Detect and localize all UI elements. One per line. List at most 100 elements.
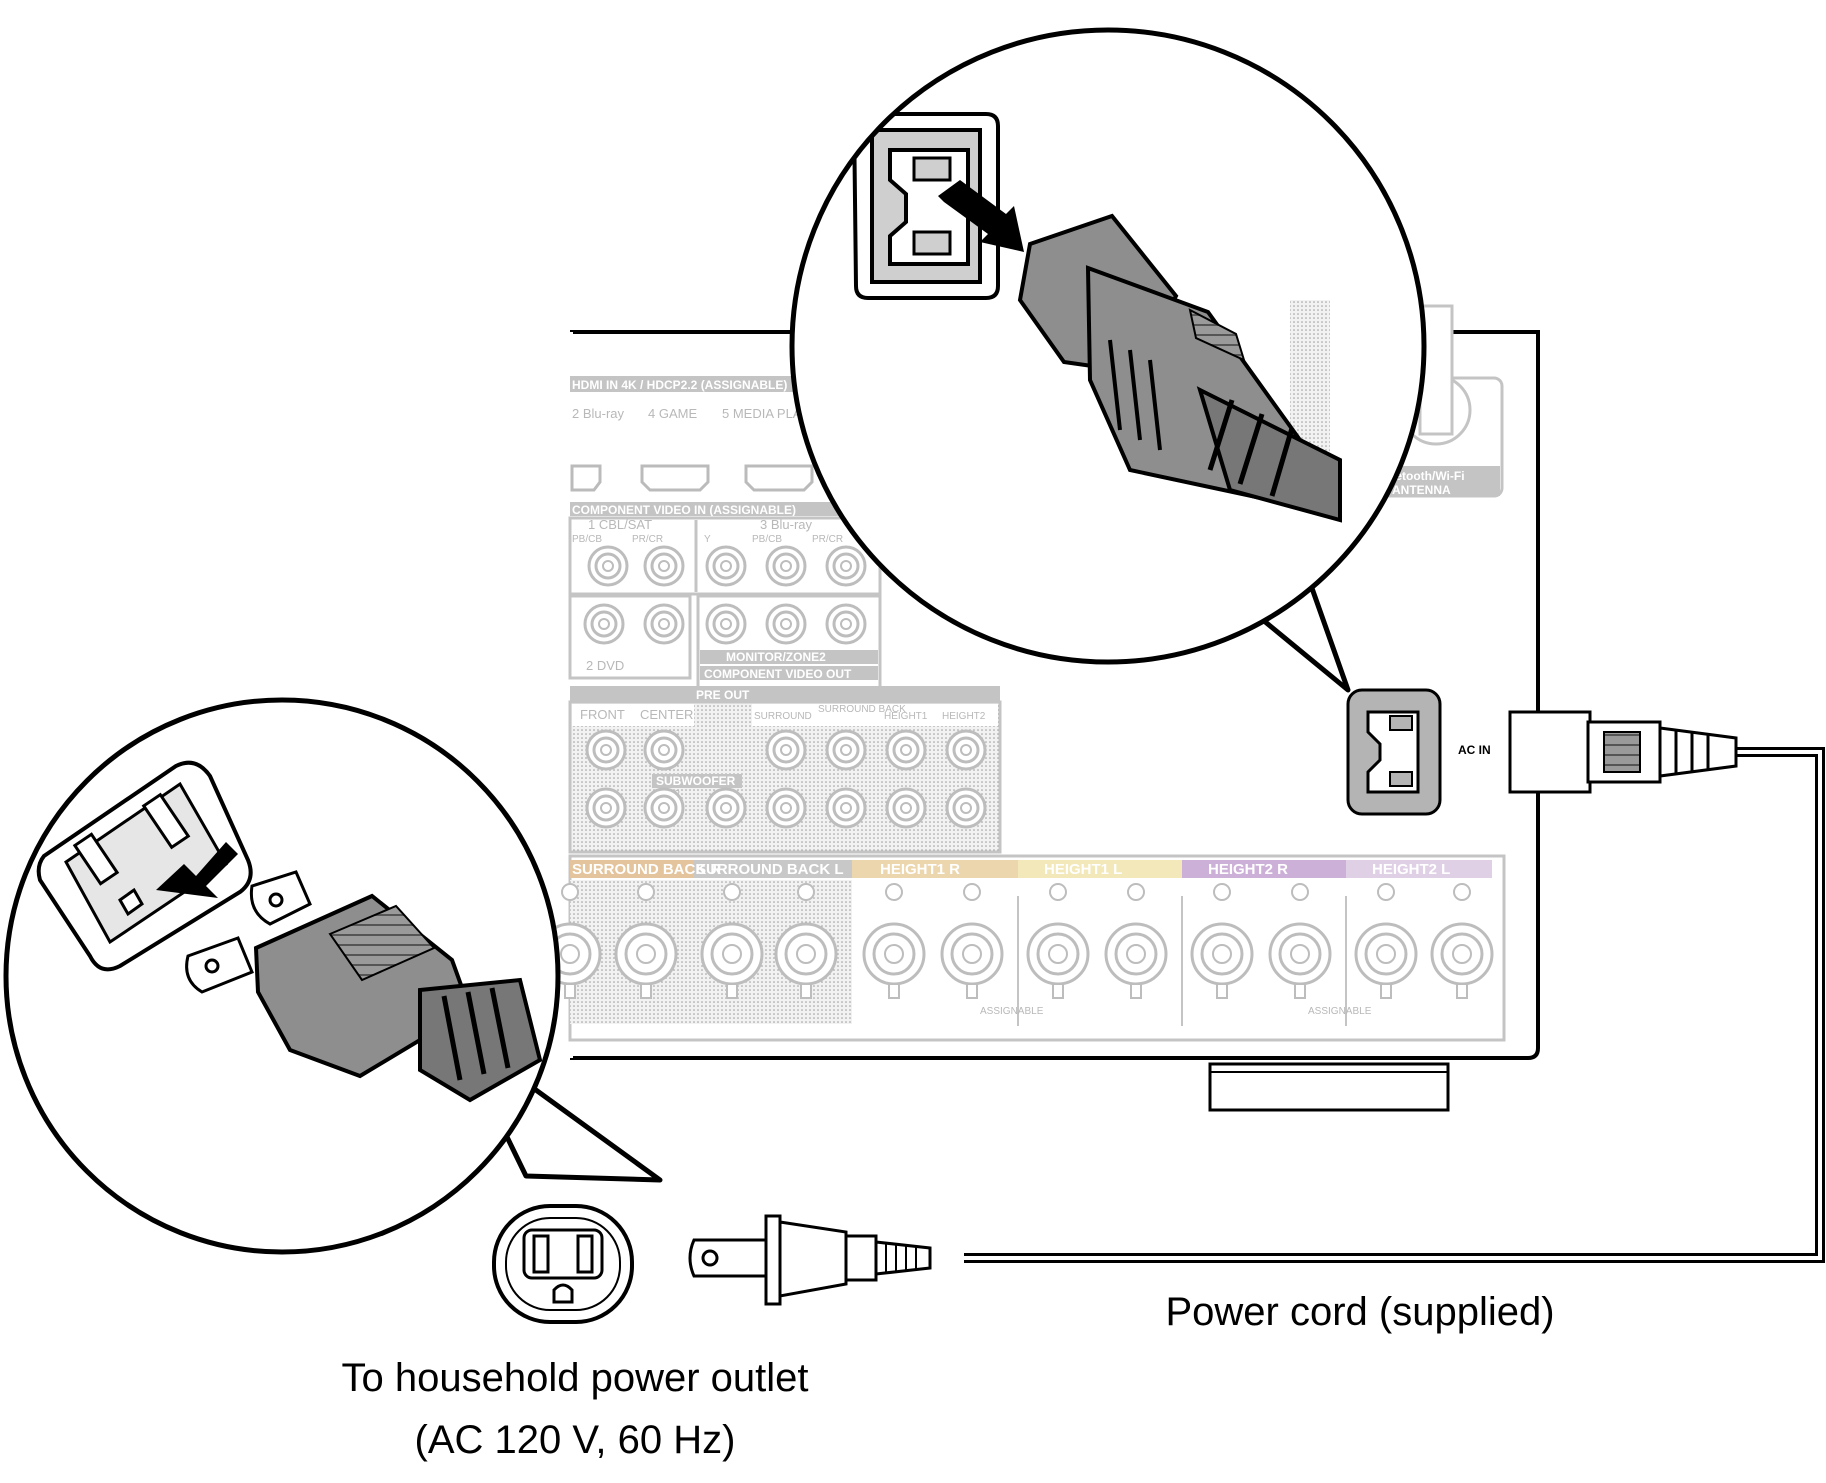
binding-post-center (1452, 944, 1472, 964)
binding-post-center (722, 944, 742, 964)
polarity-mark (885, 883, 903, 901)
binding-post-base (1294, 983, 1306, 999)
binding-post-center (636, 944, 656, 964)
rca-jack-pin (600, 744, 612, 756)
rca-jack-pin (658, 560, 670, 572)
hdmi-input-label: 4 GAME (648, 406, 697, 421)
iec-connector[interactable] (1508, 710, 1738, 794)
component-in-label: 3 Blu-ray (760, 517, 813, 532)
pre-out-jack[interactable] (585, 729, 627, 771)
rca-jack-pin (720, 802, 732, 814)
pre-out-jack[interactable] (885, 787, 927, 829)
binding-post-base (1380, 983, 1392, 999)
component-in-label: 1 CBL/SAT (588, 517, 652, 532)
pre-out-channel: HEIGHT1 (884, 711, 928, 722)
binding-post-base (800, 983, 812, 999)
rca-jack-pin (658, 618, 670, 630)
speaker-binding-post[interactable] (1354, 883, 1418, 999)
speaker-binding-post[interactable] (774, 883, 838, 999)
component-jack[interactable] (583, 603, 625, 645)
binding-post-center (1376, 944, 1396, 964)
polarity-mark (561, 883, 579, 901)
pre-out-jack[interactable] (585, 787, 627, 829)
hdmi-port[interactable] (744, 464, 814, 492)
binding-post-center (1048, 944, 1068, 964)
speaker-binding-post[interactable] (1268, 883, 1332, 999)
monitor-label: MONITOR/ZONE2 (726, 650, 826, 664)
rca-jack-pin (780, 802, 792, 814)
polarity-mark (797, 883, 815, 901)
pre-out-channel: HEIGHT2 (942, 711, 986, 722)
binding-post-base (1130, 983, 1142, 999)
component-jack[interactable] (765, 603, 807, 645)
pre-out-jack[interactable] (643, 787, 685, 829)
speaker-binding-post[interactable] (1190, 883, 1254, 999)
pre-out-jack[interactable] (705, 787, 747, 829)
pre-out-section: PRE OUT FRONT CENTER SURROUND SURROUND B… (568, 686, 1002, 854)
binding-post-center (1290, 944, 1310, 964)
component-jack[interactable] (643, 603, 685, 645)
hdmi-port[interactable] (640, 464, 710, 492)
hdmi-port[interactable] (570, 464, 602, 492)
insert-arrow (938, 180, 1024, 252)
pre-out-jack[interactable] (885, 729, 927, 771)
pre-out-jack[interactable] (765, 787, 807, 829)
binding-post-base (564, 983, 576, 999)
speaker-label: SURROUND BACK L (696, 861, 844, 878)
rca-jack-pin (780, 744, 792, 756)
polarity-mark (1453, 883, 1471, 901)
speaker-binding-post[interactable] (1104, 883, 1168, 999)
component-jack[interactable] (705, 603, 747, 645)
pre-out-jack[interactable] (945, 729, 987, 771)
speaker-binding-post[interactable] (1430, 883, 1494, 999)
polarity-mark (1127, 883, 1145, 901)
pb-label: PB/CB (752, 534, 782, 545)
component-jack[interactable] (705, 545, 747, 587)
wall-outlet[interactable] (492, 1204, 634, 1324)
binding-post-base (1052, 983, 1064, 999)
component-jack[interactable] (587, 545, 629, 587)
power-cord[interactable] (688, 710, 1825, 1306)
polarity-mark (1377, 883, 1395, 901)
rca-jack-pin (602, 560, 614, 572)
speaker-label-band (1018, 860, 1182, 878)
binding-post-base (966, 983, 978, 999)
pre-out-channel: FRONT (580, 707, 625, 722)
pre-out-jack[interactable] (825, 729, 867, 771)
speaker-label-band (1346, 860, 1492, 878)
speaker-label-band (852, 860, 1018, 878)
polarity-mark (963, 883, 981, 901)
polarity-mark (1213, 883, 1231, 901)
component-jack[interactable] (825, 603, 867, 645)
antenna-label: ANTENNA (1392, 483, 1451, 497)
polarity-mark (1049, 883, 1067, 901)
speaker-label: SURROUND BACK R (572, 861, 721, 878)
power-plug[interactable] (688, 1214, 932, 1306)
ac-in-socket[interactable] (1346, 688, 1442, 816)
hdmi-input-label: 2 Blu-ray (572, 406, 625, 421)
component-jack[interactable] (765, 545, 807, 587)
speaker-label-band (1182, 860, 1346, 878)
speaker-binding-post[interactable] (700, 883, 764, 999)
pre-out-jack[interactable] (765, 729, 807, 771)
speaker-binding-post[interactable] (614, 883, 678, 999)
speaker-binding-post[interactable] (862, 883, 926, 999)
speaker-binding-post[interactable] (1026, 883, 1090, 999)
assignable-label: ASSIGNABLE (980, 1006, 1044, 1017)
binding-post-center (884, 944, 904, 964)
rca-jack-pin (658, 744, 670, 756)
speaker-binding-post[interactable] (940, 883, 1004, 999)
pr-label: PR/CR (632, 534, 663, 545)
component-jack[interactable] (643, 545, 685, 587)
pre-out-jack[interactable] (945, 787, 987, 829)
outlet-caption-spec: (AC 120 V, 60 Hz) (414, 1418, 736, 1462)
pre-out-jack[interactable] (825, 787, 867, 829)
component-jack[interactable] (825, 545, 867, 587)
binding-post-base (1216, 983, 1228, 999)
pre-out-jacks (585, 729, 987, 829)
rca-jack-pin (598, 618, 610, 630)
rca-jack-pin (900, 744, 912, 756)
pre-out-jack[interactable] (643, 729, 685, 771)
component-header: COMPONENT VIDEO IN (ASSIGNABLE) (572, 503, 796, 517)
